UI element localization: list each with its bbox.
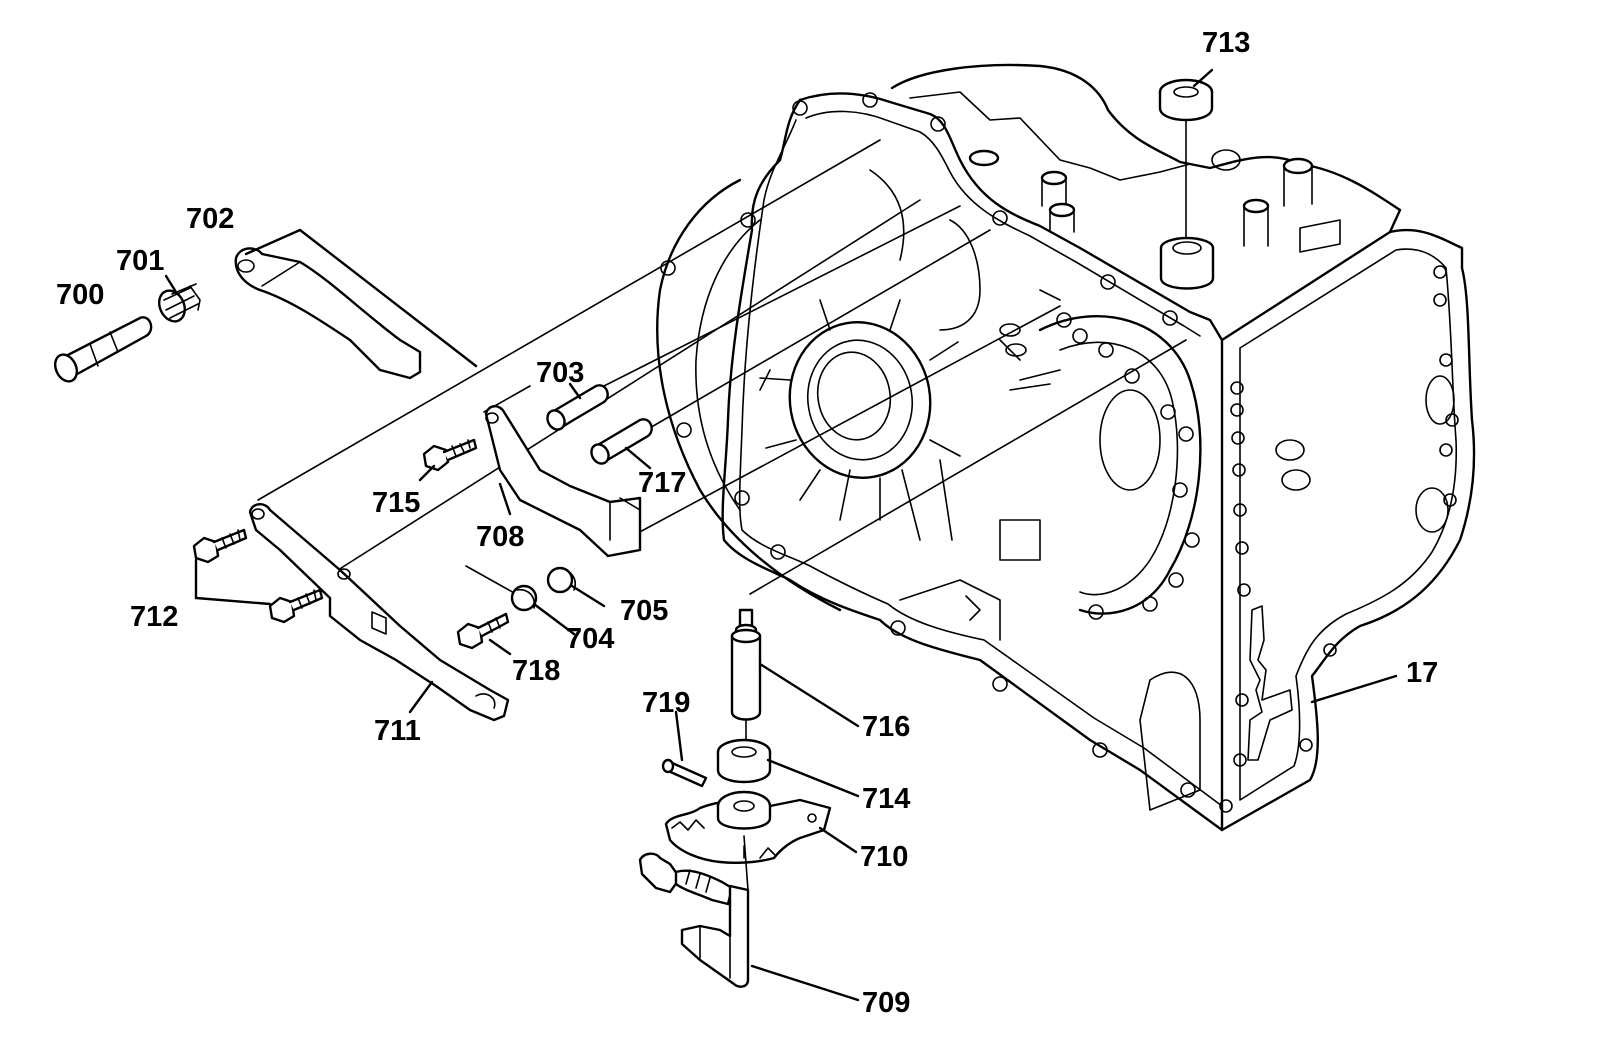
part-702-bracket (234, 228, 478, 380)
callout-704: 704 (566, 623, 614, 655)
leader-705 (570, 584, 606, 608)
callout-700: 700 (56, 279, 104, 311)
part-712-leader (194, 558, 272, 606)
leader-709 (750, 964, 860, 1002)
case-passage-channel (1247, 605, 1293, 761)
callout-716: 716 (862, 711, 910, 743)
case-right-face (1220, 228, 1476, 832)
leader-703 (568, 382, 582, 400)
part-702-leader (298, 228, 478, 368)
part-700-pin (53, 316, 153, 383)
callout-717: 717 (638, 467, 686, 499)
callout-715: 715 (372, 487, 420, 519)
leader-717 (624, 446, 652, 470)
transmission-case (656, 63, 1476, 832)
callout-710: 710 (860, 841, 908, 873)
case-top-edge (890, 63, 1402, 234)
callout-702: 702 (186, 203, 234, 235)
bell-shell-left-inner (695, 219, 761, 511)
part-717-pin (590, 418, 653, 465)
callout-709: 709 (862, 987, 910, 1019)
case-side-bore-inner (1059, 341, 1179, 596)
case-side-bore (1038, 312, 1202, 620)
bell-flange-outline (721, 98, 1224, 832)
case-right-face-holes (1219, 265, 1459, 813)
leader-711 (408, 680, 434, 714)
callout-705: 705 (620, 595, 668, 627)
callout-714: 714 (862, 783, 910, 815)
part-711-bracket (248, 503, 510, 722)
case-right-flange (1239, 248, 1458, 801)
leader-708 (498, 482, 512, 516)
leader-714 (766, 758, 860, 798)
callout-703: 703 (536, 357, 584, 389)
bell-flange-holes (660, 92, 1196, 798)
bell-flange-top (798, 92, 1224, 342)
part-712-bolts (192, 528, 324, 624)
leader-704 (532, 602, 576, 636)
callout-labels: 700 701 702 703 704 705 708 709 710 711 … (56, 27, 1438, 1019)
part-718-bolt (456, 612, 510, 650)
callout-17: 17 (1406, 657, 1438, 689)
callout-713: 713 (1202, 27, 1250, 59)
callout-leaders (164, 68, 1398, 1002)
leader-17 (1310, 674, 1398, 704)
case-lower-details (869, 169, 1201, 811)
case-side-bore-outer (1038, 315, 1202, 615)
callout-718: 718 (512, 655, 560, 687)
bell-shell-left (656, 178, 842, 612)
leader-719 (674, 710, 684, 762)
case-top-rib (909, 91, 1191, 181)
callout-712: 712 (130, 601, 178, 633)
leader-718 (488, 638, 512, 656)
leader-716 (758, 662, 860, 728)
part-710-detent-lever (664, 790, 832, 864)
part-713-seal (1158, 78, 1214, 122)
part-716-shaft (730, 608, 762, 741)
part-704-plug (510, 584, 538, 612)
part-703-pin (546, 384, 609, 431)
leader-701 (164, 274, 178, 294)
callout-719: 719 (642, 687, 690, 719)
part-719-pin (661, 758, 708, 788)
callout-711: 711 (374, 715, 421, 747)
part-708-bracket (484, 405, 642, 558)
assembly-guide-lines (257, 99, 1187, 595)
leader-713 (1192, 68, 1214, 88)
leader-715 (418, 464, 436, 482)
callout-708: 708 (476, 521, 524, 553)
part-714-bushing (716, 738, 772, 784)
callout-701: 701 (116, 245, 164, 277)
case-top-bosses (968, 149, 1341, 290)
part-701-spring (157, 283, 201, 323)
part-709-manual-shaft (638, 835, 750, 988)
part-715-bolt (422, 438, 478, 472)
part-705-cap (546, 566, 576, 594)
bell-flange-inner (738, 119, 1223, 807)
bell-flange-top-inner (805, 110, 1201, 337)
leader-710 (818, 826, 858, 854)
case-central-bore (759, 299, 961, 541)
